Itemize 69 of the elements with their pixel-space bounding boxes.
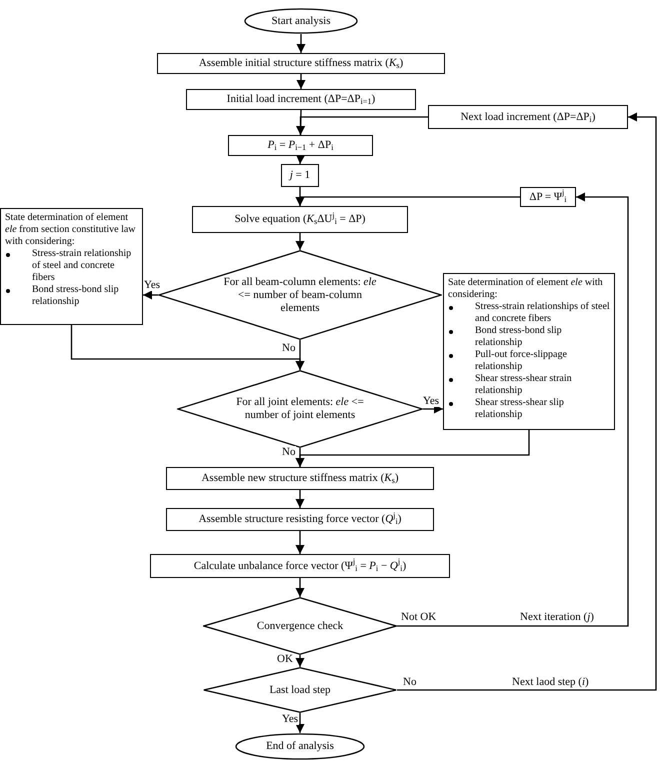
- arrow: [296, 448, 304, 467]
- arrow: [423, 404, 443, 414]
- process-box: [192, 206, 408, 233]
- annotation-text: Next iteration (j): [520, 611, 594, 623]
- node-text: For all beam-column elements: ele <= number of beam-column elements: [222, 276, 378, 314]
- arrow: [296, 34, 306, 53]
- node-text: Last load step: [269, 684, 331, 696]
- edge-label: Yes: [423, 395, 440, 407]
- arrow: [296, 655, 304, 667]
- node-text: Next load increment (ΔP=ΔP$_{i}$): [460, 110, 596, 124]
- node-text: P$_{i}$ = P$_{i−1}$ + ΔP$_{i}$: [268, 139, 334, 152]
- arrow: [296, 340, 304, 370]
- process-box: [428, 105, 628, 129]
- node-text: Convergence check: [256, 620, 344, 632]
- process-box: [150, 554, 450, 578]
- edge-label: No: [403, 676, 416, 688]
- edge-label: OK: [277, 653, 293, 665]
- process-box: [166, 467, 434, 490]
- process-box: [0, 208, 143, 325]
- decision-diamond: [177, 370, 423, 448]
- box-heading: Sate determination of element ele with considering:: [448, 277, 604, 301]
- arrow: [296, 713, 304, 733]
- node-text: Start analysis: [272, 14, 330, 28]
- process-box: [157, 53, 445, 74]
- bullet-text: Stress-strain relationships of steel and concrete fibers: [475, 301, 610, 325]
- node-text: j = 1: [290, 169, 310, 182]
- bullet-text: Bond stress-bond slip relationship: [475, 325, 563, 349]
- bullet-text: Shear stress-shear slip relationship: [475, 397, 565, 421]
- edge-label: Not OK: [401, 611, 436, 623]
- bullet-text: Bond stress-bond slip relationship: [32, 284, 120, 308]
- node-text: Initial load increment (ΔP=ΔP$_{i=1}$): [226, 93, 376, 106]
- arrow: [296, 233, 304, 250]
- arrow: [296, 531, 304, 554]
- node-text: End of analysis: [266, 740, 334, 753]
- arrow: [296, 578, 304, 597]
- bullet-text: Stress-strain relationship of steel and concrete fibers: [32, 248, 132, 284]
- terminal-ellipse: [244, 8, 358, 34]
- arrow: [397, 192, 629, 627]
- edge-label: Yes: [144, 279, 160, 291]
- arrow: [143, 290, 158, 300]
- terminal-ellipse: [235, 733, 365, 760]
- arrow: [296, 154, 306, 164]
- box-heading: State determination of element ele from section constitutive law with considering:: [5, 212, 137, 248]
- node-text: Assemble new structure stiffness matrix (K$_{s}$): [201, 472, 399, 485]
- decision-diamond: [203, 597, 397, 655]
- arrow: [296, 74, 306, 89]
- edge-label: Yes: [282, 713, 298, 725]
- node-text: Solve equation (K$_{s}$ΔU$^{j}$$_{i}$ = ΔP): [234, 213, 366, 226]
- bullet-text: Shear stress-shear strain relationship: [475, 373, 573, 397]
- process-box: [166, 508, 434, 531]
- process-box: [228, 135, 373, 156]
- arrow: [296, 116, 428, 135]
- process-box: [520, 187, 576, 207]
- node-text: Assemble initial structure stiffness matrix (K$_{s}$): [198, 57, 404, 70]
- decision-diamond: [203, 667, 397, 713]
- edge-label: No: [282, 446, 296, 458]
- node-text: Calculate unbalance force vector (Ψ$^{j}$$_{i}$ = P$_{i}$ − Q$^{j}$$_{i}$): [194, 560, 406, 572]
- node-text: Assemble structure resisting force vector (Q$^{j}$$_{i}$): [198, 513, 402, 526]
- arrow: [296, 196, 520, 206]
- process-box: [186, 89, 416, 110]
- process-box: [281, 164, 319, 187]
- annotation-text: Next laod step (i): [512, 676, 589, 688]
- process-box: [443, 273, 615, 430]
- arrow: [397, 112, 657, 691]
- decision-diamond: [158, 250, 442, 340]
- edge-label: No: [282, 342, 296, 354]
- arrow: [296, 490, 304, 508]
- node-text: For all joint elements: ele <= number of joint elements: [235, 396, 365, 422]
- bullet-text: Pull-out force-slippage relationship: [475, 349, 568, 373]
